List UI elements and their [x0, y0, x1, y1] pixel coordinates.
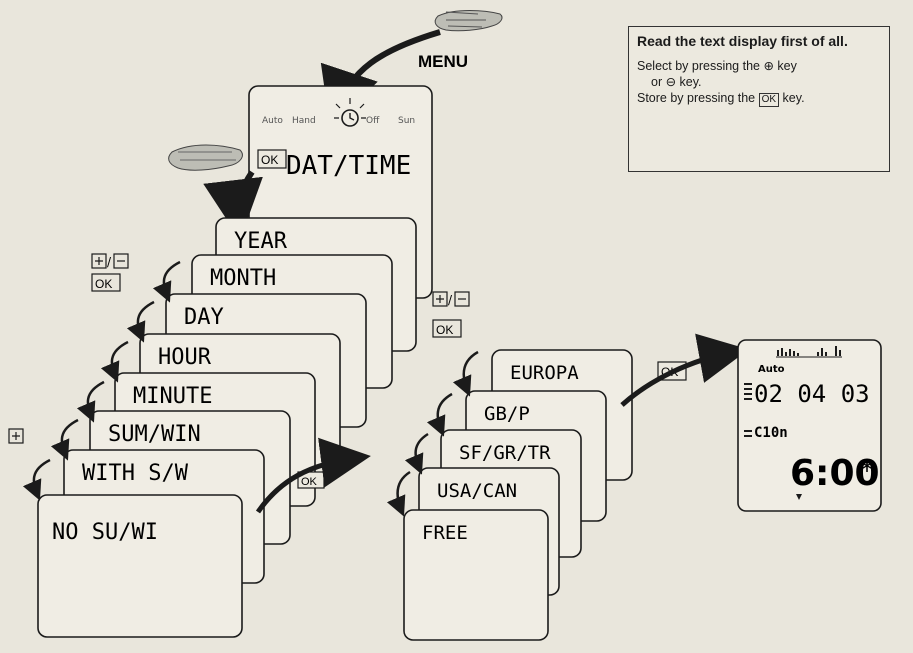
menu-card-label: YEAR [234, 229, 288, 254]
zone-step-arrow-3 [416, 434, 428, 470]
menu-card-label: NO SU/WI [52, 520, 158, 545]
menu-card-stack: YEAR MONTH DAY HOUR MINUTE SUM/WIN WITH S/W NO … [34, 218, 416, 637]
date-readout: 02 04 03 [754, 380, 870, 408]
menu-card-no-su-wi: NO SU/WI [38, 495, 242, 637]
icon-off: Off [366, 116, 380, 126]
star-mark: * [860, 454, 874, 487]
plus-minus-keys: / [92, 254, 128, 269]
zone-card-label: FREE [422, 522, 468, 544]
zone-card-free: FREE [404, 510, 548, 640]
step-arrow-1 [164, 262, 180, 298]
menu-card-label: MINUTE [133, 384, 212, 409]
plus-minus-keys-2: / [433, 292, 469, 307]
zone-card-stack: EUROPA GB/P SF/GR/TR USA/CAN FREE [398, 350, 632, 640]
pressing-hand-icon-2 [169, 145, 243, 170]
zone-card-label: USA/CAN [437, 480, 517, 502]
ok-key-1-label: OK [261, 153, 278, 167]
step-arrow-6 [34, 460, 50, 496]
instruction-heading: Read the text display first of all. [637, 33, 881, 50]
menu-card-label: DAY [184, 305, 224, 330]
icon-auto: Auto [262, 116, 283, 126]
instruction-line-3-post: key. [783, 91, 805, 105]
instruction-line-3-pre: Store by pressing the [637, 91, 755, 105]
step-arrow-2 [138, 302, 154, 338]
instruction-line-2: or ⊖ key. [637, 74, 881, 90]
zone-card-label: EUROPA [510, 362, 579, 384]
slash-1: / [107, 255, 112, 269]
icon-hand: Hand [292, 116, 316, 126]
pressing-hand-icon [435, 11, 502, 31]
auto-label: Auto [758, 364, 785, 375]
ok-key-3-label: OK [436, 323, 453, 337]
zone-step-arrow-4 [398, 472, 410, 512]
ok-key-4-label: OK [301, 476, 318, 488]
program-readout: C10n [754, 425, 788, 441]
zone-step-arrow-1 [464, 352, 478, 392]
slash-2: / [448, 293, 453, 307]
zone-card-label: SF/GR/TR [459, 442, 551, 464]
menu-card-label: MONTH [210, 266, 276, 291]
menu-card-label: HOUR [158, 345, 212, 370]
menu-card-label: WITH S/W [82, 461, 189, 486]
zone-card-label: GB/P [484, 403, 530, 425]
menu-card-label: SUM/WIN [108, 422, 201, 447]
ok-key-2-label: OK [95, 277, 112, 291]
zone-step-arrow-2 [438, 394, 452, 432]
icon-sun: Sun [398, 116, 415, 126]
instruction-line-3: Store by pressing the OK key. [637, 90, 881, 107]
final-display: Auto 02 04 03 C10n 6:00 * [738, 340, 881, 511]
plus-key [9, 429, 23, 443]
instruction-box: Read the text display first of all. Sele… [628, 26, 890, 172]
dat-time-label: DAT/TIME [286, 151, 411, 181]
ok-key-inline: OK [759, 93, 779, 107]
menu-label: MENU [418, 52, 468, 71]
instruction-line-1: Select by pressing the ⊕ key [637, 58, 881, 74]
